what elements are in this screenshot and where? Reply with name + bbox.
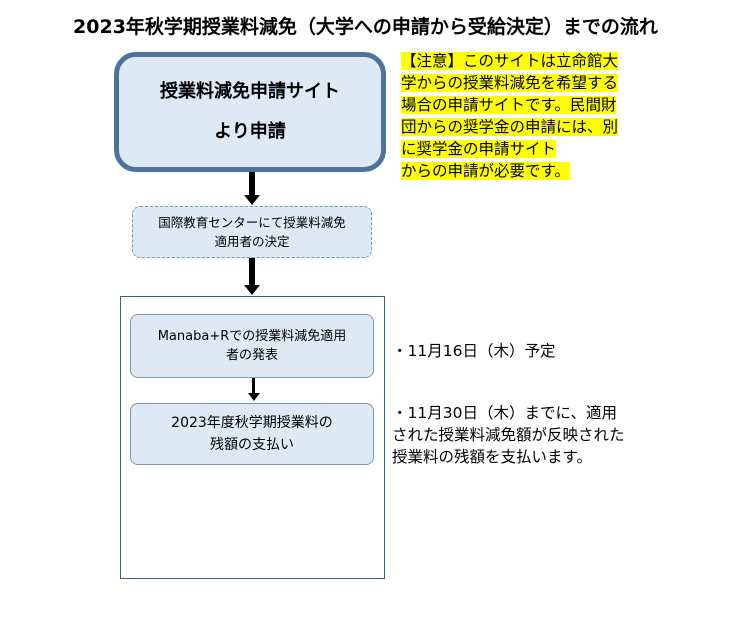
announcement-date-line-1: ・11月16日（木）予定 [392,342,556,360]
payment-box: 2023年度秋学期授業料の 残額の支払い [130,403,374,465]
arrow-down-2 [244,258,260,296]
apply-site-line-2: より申請 [214,121,286,142]
arrow-down-1 [244,172,260,206]
caution-line-1: 【注意】このサイトは立命館大 [401,52,619,70]
decision-line-2: 適用者の決定 [214,234,290,249]
caution-line-5: に奨学金の申請サイト [401,140,557,158]
apply-site-line-1: 授業料減免申請サイト [160,81,340,102]
caution-line-6: からの申請が必要です。 [401,162,570,180]
payment-deadline-note: ・11月30日（木）までに、適用 された授業料減免額が反映された 授業料の残額を… [392,402,702,468]
decision-box: 国際教育センターにて授業料減免 適用者の決定 [132,206,372,258]
payment-deadline-line-1: ・11月30日（木）までに、適用 [392,404,617,422]
page-title: 2023年秋学期授業料減免（大学への申請から受給決定）までの流れ [73,16,658,38]
arrow-down-3 [248,378,260,403]
payment-deadline-line-2: された授業料減免額が反映された [392,426,625,444]
caution-line-4: 団からの奨学金の申請には、別 [401,118,619,136]
caution-note: 【注意】このサイトは立命館大 学からの授業料減免を希望する 場合の申請サイトです… [401,50,701,182]
announcement-line-1: Manaba+Rでの授業料減免適用 [157,329,347,344]
caution-line-2: 学からの授業料減免を希望する [401,74,619,92]
announcement-date-note: ・11月16日（木）予定 [392,340,702,362]
apply-site-box: 授業料減免申請サイト より申請 [114,52,386,172]
payment-line-1: 2023年度秋学期授業料の [171,415,333,431]
payment-deadline-line-3: 授業料の残額を支払います。 [392,448,592,466]
announcement-box: Manaba+Rでの授業料減免適用 者の発表 [130,314,374,378]
caution-line-3: 場合の申請サイトです。民間財 [401,96,617,114]
announcement-line-2: 者の発表 [225,348,278,363]
payment-line-2: 残額の支払い [209,437,294,453]
decision-line-1: 国際教育センターにて授業料減免 [158,215,346,230]
